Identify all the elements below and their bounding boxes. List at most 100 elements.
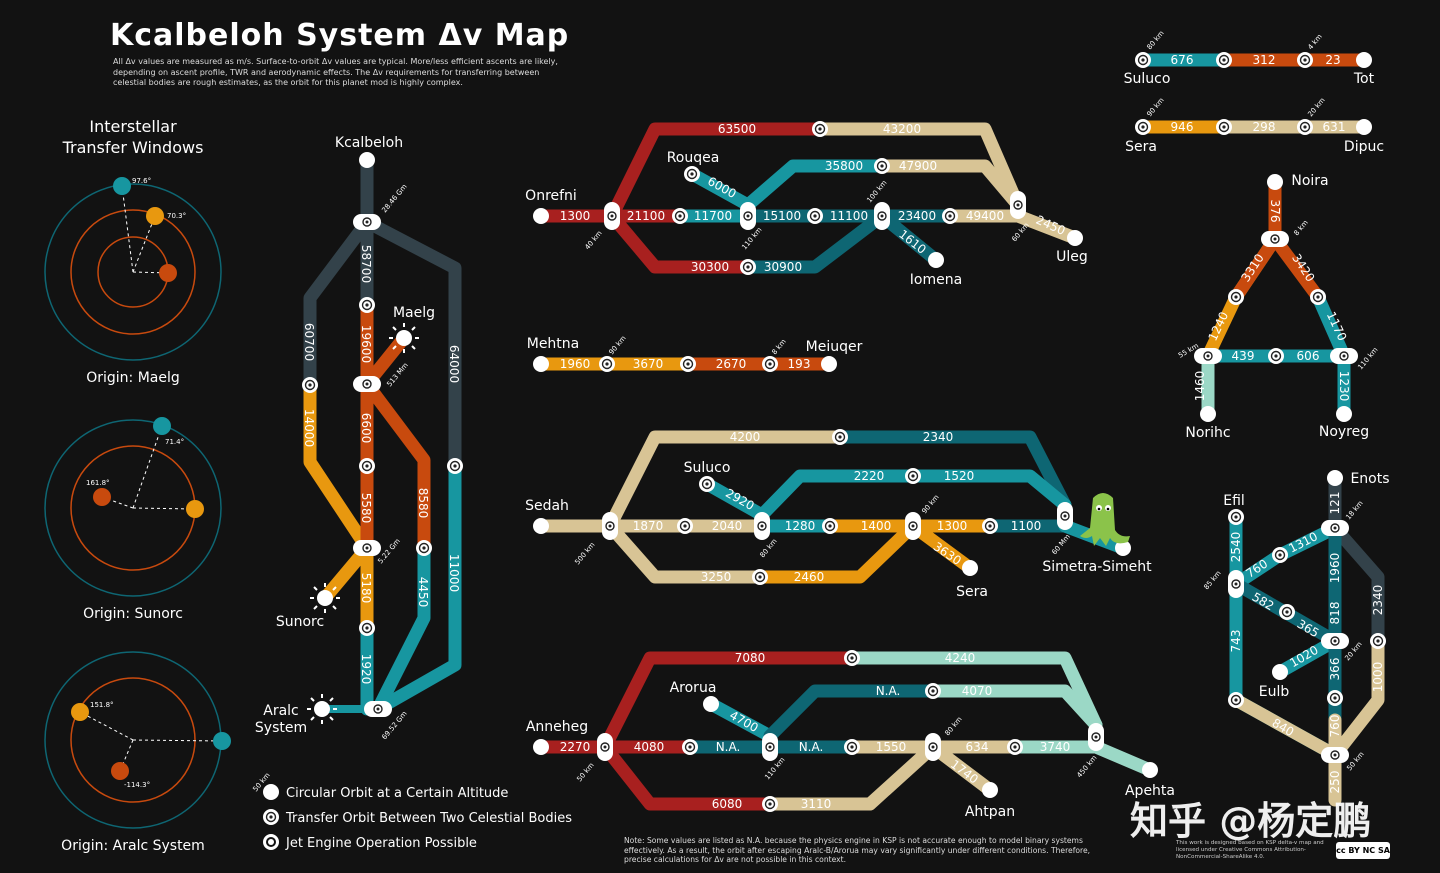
body-node: [359, 152, 375, 168]
planet-icon: [113, 177, 131, 195]
body-node: [533, 739, 549, 755]
body-node: [683, 165, 701, 183]
orbit-node: [1193, 347, 1223, 365]
dv-value: 49400: [966, 209, 1004, 223]
body-node: [962, 560, 978, 576]
orbit-node: [1087, 722, 1105, 752]
dv-value: 1230: [1337, 371, 1351, 402]
dv-value: 47900: [899, 159, 937, 173]
dv-value: 312: [1253, 53, 1276, 67]
dv-value: 193: [788, 357, 811, 371]
dv-value: 63500: [718, 122, 756, 136]
dv-value: 946: [1171, 120, 1194, 134]
dv-value: 760: [1328, 715, 1342, 738]
transfer-node: [1006, 738, 1024, 756]
transfer-node: [761, 795, 779, 813]
altitude-label: 40 km: [583, 229, 603, 251]
body-label-sedah: Sedah: [525, 498, 569, 514]
body-node: [1142, 762, 1158, 778]
dv-value: 4240: [945, 651, 976, 665]
body-label-noyreg: Noyreg: [1319, 424, 1369, 440]
dv-value: 23400: [898, 209, 936, 223]
dv-value: 14000: [302, 409, 316, 447]
body-node: [1267, 174, 1283, 190]
dv-value: 2460: [794, 570, 825, 584]
dv-value: 3110: [801, 797, 832, 811]
planet-icon: [71, 703, 89, 721]
altitude-label: 80 km: [1145, 29, 1165, 51]
dv-value: 606: [1297, 349, 1320, 363]
orbit-node: [352, 375, 382, 393]
body-label-suluco: Suluco: [1124, 71, 1171, 87]
dv-value: 376: [1268, 200, 1282, 223]
transfer-node: [873, 157, 891, 175]
transfer-windows: Interstellar Transfer Windows 97.6° 70.3…: [44, 117, 231, 854]
body-label-mehtna: Mehtna: [527, 336, 580, 352]
body-label-enots: Enots: [1350, 471, 1389, 487]
angle-label: -114.3°: [124, 781, 150, 789]
orbit-node: [873, 201, 891, 231]
dv-value: 676: [1171, 53, 1194, 67]
window-caption: Origin: Maelg: [86, 370, 180, 386]
sera-dipuc-line: 946 298 631 Sera Dipuc 90 km 20 km: [1125, 96, 1384, 155]
planet-icon: [111, 762, 129, 780]
transfer-node: [358, 619, 376, 637]
sunorc-sun-icon: [309, 582, 341, 614]
watermark: 知乎 @杨定鹏: [1130, 799, 1372, 843]
planet-icon: [153, 417, 171, 435]
altitude-label: 80 km: [943, 715, 963, 737]
legend-circular-icon: [263, 784, 279, 800]
planet-icon: [186, 500, 204, 518]
dv-value: 43200: [883, 122, 921, 136]
transfer-node: [941, 207, 959, 225]
transfer-node: [821, 517, 839, 535]
body-label-noira: Noira: [1291, 173, 1328, 189]
altitude-label: 60 Mm: [1050, 533, 1072, 557]
transfer-node: [671, 207, 689, 225]
body-label-anneheg: Anneheg: [526, 719, 588, 735]
transfer-node: [739, 258, 757, 276]
transfer-node: [831, 428, 849, 446]
dv-value: 2540: [1229, 532, 1243, 563]
transfer-node: [301, 376, 319, 394]
body-node: [1134, 118, 1152, 136]
orbit-node: [363, 700, 393, 718]
dv-value: 439: [1232, 349, 1255, 363]
dv-value: 11700: [694, 209, 732, 223]
orbit-node: [1320, 632, 1350, 650]
orbit-node: [603, 201, 621, 231]
body-label-aralc: Aralc: [263, 703, 299, 719]
transfer-node: [676, 517, 694, 535]
body-node: [1327, 470, 1343, 486]
altitude-label: 110 km: [1356, 346, 1379, 372]
altitude-label: 20 km: [1306, 96, 1326, 118]
window-diagram-sunorc: 71.4° 161.8° Origin: Sunorc: [44, 417, 222, 622]
altitude-label: 85 km: [1202, 569, 1222, 591]
dv-value: 631: [1323, 120, 1346, 134]
aralc-network: Kcalbeloh Maelg Sunorc Aralc System 6070…: [255, 135, 464, 741]
orbit-node: [753, 511, 771, 541]
body-label-efil: Efil: [1223, 493, 1245, 509]
transfer-node: [1227, 288, 1245, 306]
transfer-node: [598, 355, 616, 373]
dv-value: 11000: [447, 554, 461, 592]
body-label-norihc: Norihc: [1185, 425, 1230, 441]
transfer-node: [681, 738, 699, 756]
body-label-simetra-simeht: Simetra-Simeht: [1042, 559, 1152, 575]
altitude-label: 450 km: [1075, 754, 1098, 780]
body-label-dipuc: Dipuc: [1344, 139, 1384, 155]
transfer-node: [1215, 51, 1233, 69]
body-label-sera: Sera: [1125, 139, 1157, 155]
body-node: [1067, 230, 1083, 246]
intro-text: All Δv values are measured as m/s. Surfa…: [113, 57, 558, 87]
dv-value: 6600: [359, 413, 373, 444]
body-label-ahtpan: Ahtpan: [965, 804, 1015, 820]
body-label-iomena: Iomena: [910, 272, 962, 288]
body-node: [1336, 406, 1352, 422]
dv-value: 5180: [359, 573, 373, 604]
altitude-label: 80 km: [758, 537, 778, 559]
dv-value: 8580: [416, 488, 430, 519]
dv-value: N.A.: [876, 684, 901, 698]
altitude-label: 28.46 Gm: [380, 183, 408, 215]
body-node: [928, 252, 944, 268]
